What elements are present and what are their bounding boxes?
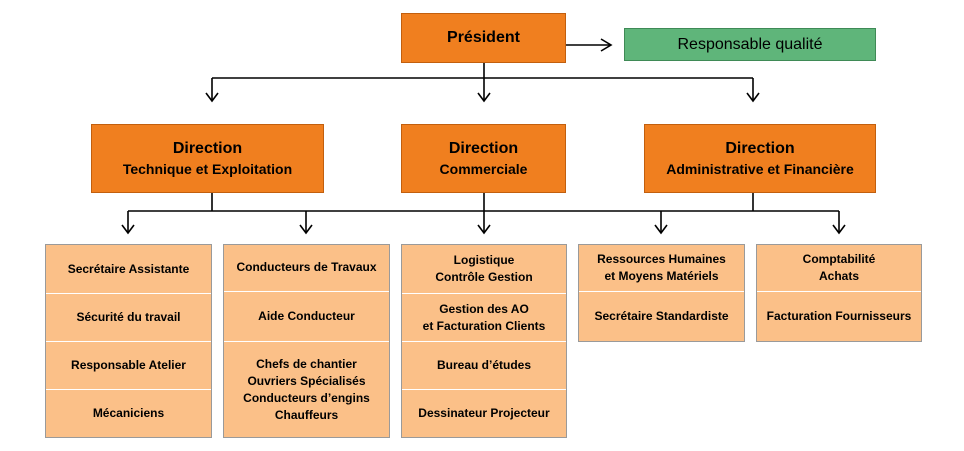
department-label: Facturation Fournisseurs bbox=[766, 309, 912, 323]
cell-divider bbox=[46, 389, 211, 390]
department-label: Responsable Atelier bbox=[71, 358, 186, 372]
department-label: Achats bbox=[818, 269, 859, 283]
direction-commercial-box: Direction Commerciale bbox=[401, 124, 566, 193]
direction-administrative-subtitle: Administrative et Financière bbox=[666, 160, 854, 177]
cell-divider bbox=[757, 291, 921, 292]
direction-administrative-box: Direction Administrative et Financière bbox=[644, 124, 876, 193]
direction-commercial-subtitle: Commerciale bbox=[439, 160, 528, 177]
department-cell: Secrétaire Standardiste bbox=[579, 292, 744, 341]
department-label: Aide Conducteur bbox=[258, 308, 355, 323]
cell-divider bbox=[46, 341, 211, 342]
cell-divider bbox=[402, 341, 566, 342]
president-box: Président bbox=[401, 13, 566, 63]
department-cell: Comptabilité Achats bbox=[757, 245, 921, 291]
cell-divider bbox=[224, 341, 389, 342]
cell-divider bbox=[579, 291, 744, 292]
quality-manager-label: Responsable qualité bbox=[677, 35, 823, 53]
direction-technical-box: Direction Technique et Exploitation bbox=[91, 124, 324, 193]
department-cell: Gestion des AO et Facturation Clients bbox=[402, 294, 566, 341]
department-column-hr: Ressources Humaines et Moyens Matériels … bbox=[578, 244, 745, 342]
department-label: Dessinateur Projecteur bbox=[418, 406, 550, 420]
department-cell: Facturation Fournisseurs bbox=[757, 292, 921, 341]
department-cell: Aide Conducteur bbox=[224, 292, 389, 340]
department-cell: Bureau d’études bbox=[402, 342, 566, 389]
department-cell: Chefs de chantier Ouvriers Spécialisés C… bbox=[224, 342, 389, 437]
department-label: Conducteurs de Travaux bbox=[236, 259, 377, 274]
department-label: et Moyens Matériels bbox=[604, 269, 719, 283]
department-label: Gestion des AO bbox=[439, 301, 529, 316]
department-label: Chauffeurs bbox=[274, 407, 339, 422]
cell-divider bbox=[46, 293, 211, 294]
department-label: et Facturation Clients bbox=[422, 318, 546, 333]
department-label: Chefs de chantier bbox=[256, 356, 357, 371]
department-label: Sécurité du travail bbox=[76, 310, 181, 324]
cell-divider bbox=[224, 291, 389, 292]
department-cell: Sécurité du travail bbox=[46, 294, 211, 341]
department-label: Ouvriers Spécialisés bbox=[247, 373, 366, 388]
department-label: Comptabilité bbox=[802, 252, 876, 266]
department-column-works: Conducteurs de Travaux Aide Conducteur C… bbox=[223, 244, 390, 438]
department-cell: Conducteurs de Travaux bbox=[224, 245, 389, 289]
direction-administrative-title: Direction bbox=[725, 139, 795, 157]
department-label: Mécaniciens bbox=[92, 406, 165, 420]
department-label: Secrétaire Standardiste bbox=[594, 309, 729, 323]
department-label: Contrôle Gestion bbox=[435, 270, 533, 284]
cell-divider bbox=[402, 389, 566, 390]
president-label: Président bbox=[447, 29, 520, 46]
department-cell: Mécaniciens bbox=[46, 390, 211, 437]
direction-technical-title: Direction bbox=[172, 139, 243, 157]
department-label: Logistique bbox=[453, 253, 515, 267]
department-label: Secrétaire Assistante bbox=[67, 261, 190, 276]
department-cell: Ressources Humaines et Moyens Matériels bbox=[579, 245, 744, 291]
department-cell: Secrétaire Assistante bbox=[46, 245, 211, 293]
direction-commercial-title: Direction bbox=[448, 139, 519, 157]
department-cell: Dessinateur Projecteur bbox=[402, 390, 566, 437]
department-column-finance: Comptabilité Achats Facturation Fourniss… bbox=[756, 244, 922, 342]
department-cell: Logistique Contrôle Gestion bbox=[402, 245, 566, 293]
department-label: Bureau d’études bbox=[436, 358, 532, 372]
department-label: Ressources Humaines bbox=[597, 252, 726, 266]
department-column-commercial: Logistique Contrôle Gestion Gestion des … bbox=[401, 244, 567, 438]
department-label: Conducteurs d’engins bbox=[243, 390, 370, 405]
department-cell: Responsable Atelier bbox=[46, 342, 211, 389]
department-column-technical-support: Secrétaire Assistante Sécurité du travai… bbox=[45, 244, 212, 438]
cell-divider bbox=[402, 293, 566, 294]
quality-manager-box: Responsable qualité bbox=[624, 28, 876, 61]
direction-technical-subtitle: Technique et Exploitation bbox=[122, 160, 293, 177]
